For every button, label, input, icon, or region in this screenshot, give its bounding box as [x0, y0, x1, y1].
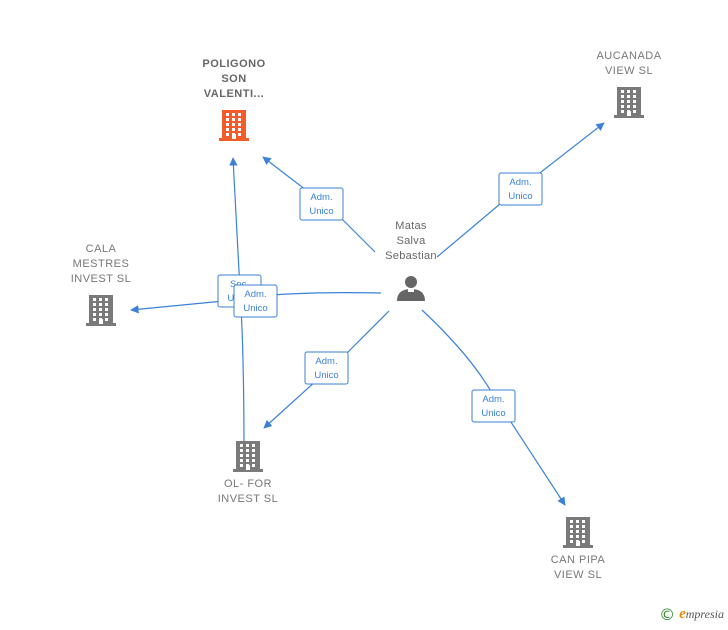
node-poligono[interactable]: POLIGONO SON VALENTI... — [202, 58, 265, 141]
node-label: CALA — [86, 243, 117, 255]
edge-label-box[interactable]: Adm. Unico — [299, 187, 344, 221]
brand-name: mpresia — [685, 607, 724, 621]
node-label: CAN PIPA — [551, 554, 606, 566]
edge-label-text: Adm. — [315, 356, 337, 367]
building-icon — [233, 441, 263, 472]
node-label: Salva — [396, 235, 426, 247]
edge-label-text: Adm. — [509, 177, 531, 188]
node-label: VIEW SL — [554, 569, 602, 581]
node-olfor[interactable]: OL- FOR INVEST SL — [218, 441, 279, 505]
node-label: INVEST SL — [218, 493, 279, 505]
edge-label-frame — [471, 389, 516, 423]
edge-label-box[interactable]: Adm. Unico — [471, 389, 516, 423]
building-icon — [614, 87, 644, 118]
building-icon — [219, 110, 249, 141]
edge-label-box[interactable]: Adm. Unico — [498, 172, 543, 206]
edge-label-text: Unico — [243, 303, 267, 314]
edge-label-text: Unico — [481, 408, 505, 419]
node-label: SON — [221, 73, 246, 85]
node-label: POLIGONO — [202, 58, 265, 70]
node-canpipa[interactable]: CAN PIPA VIEW SL — [551, 517, 606, 581]
node-label: AUCANADA — [596, 50, 661, 62]
node-cala[interactable]: CALA MESTRES INVEST SL — [71, 243, 132, 326]
node-aucanada[interactable]: AUCANADA VIEW SL — [596, 50, 661, 118]
edge-label-text: Unico — [314, 370, 338, 381]
edge-label-text: Adm. — [310, 192, 332, 203]
edge-label-frame — [498, 172, 543, 206]
person-icon — [397, 276, 425, 301]
node-label: OL- FOR — [224, 478, 272, 490]
node-label: Matas — [395, 220, 427, 232]
edge-label-frame — [304, 351, 349, 385]
footer-brand: © empresia — [659, 605, 724, 624]
edge-label-text: Adm. — [244, 289, 266, 300]
node-label: INVEST SL — [71, 273, 132, 285]
node-label: VIEW SL — [605, 65, 653, 77]
node-label: Sebastian — [385, 250, 437, 262]
building-icon — [563, 517, 593, 548]
edge-label-frame — [299, 187, 344, 221]
building-icon — [86, 295, 116, 326]
edge-label-text: Unico — [508, 191, 532, 202]
edge-label-text: Unico — [309, 206, 333, 217]
edge-line — [263, 310, 390, 429]
edge-label-frame — [233, 284, 278, 318]
edge-label-box[interactable]: Adm. Unico — [304, 351, 349, 385]
copyright-icon: © — [659, 605, 676, 624]
brand-initial: e — [679, 606, 686, 622]
node-label: VALENTI... — [204, 88, 264, 100]
node-label: MESTRES — [73, 258, 130, 270]
edge-e-olfor — [263, 310, 390, 429]
brand-logo: empresia — [679, 606, 724, 623]
edge-label-box[interactable]: Adm. Unico — [233, 284, 278, 318]
edge-label-text: Adm. — [482, 394, 504, 405]
